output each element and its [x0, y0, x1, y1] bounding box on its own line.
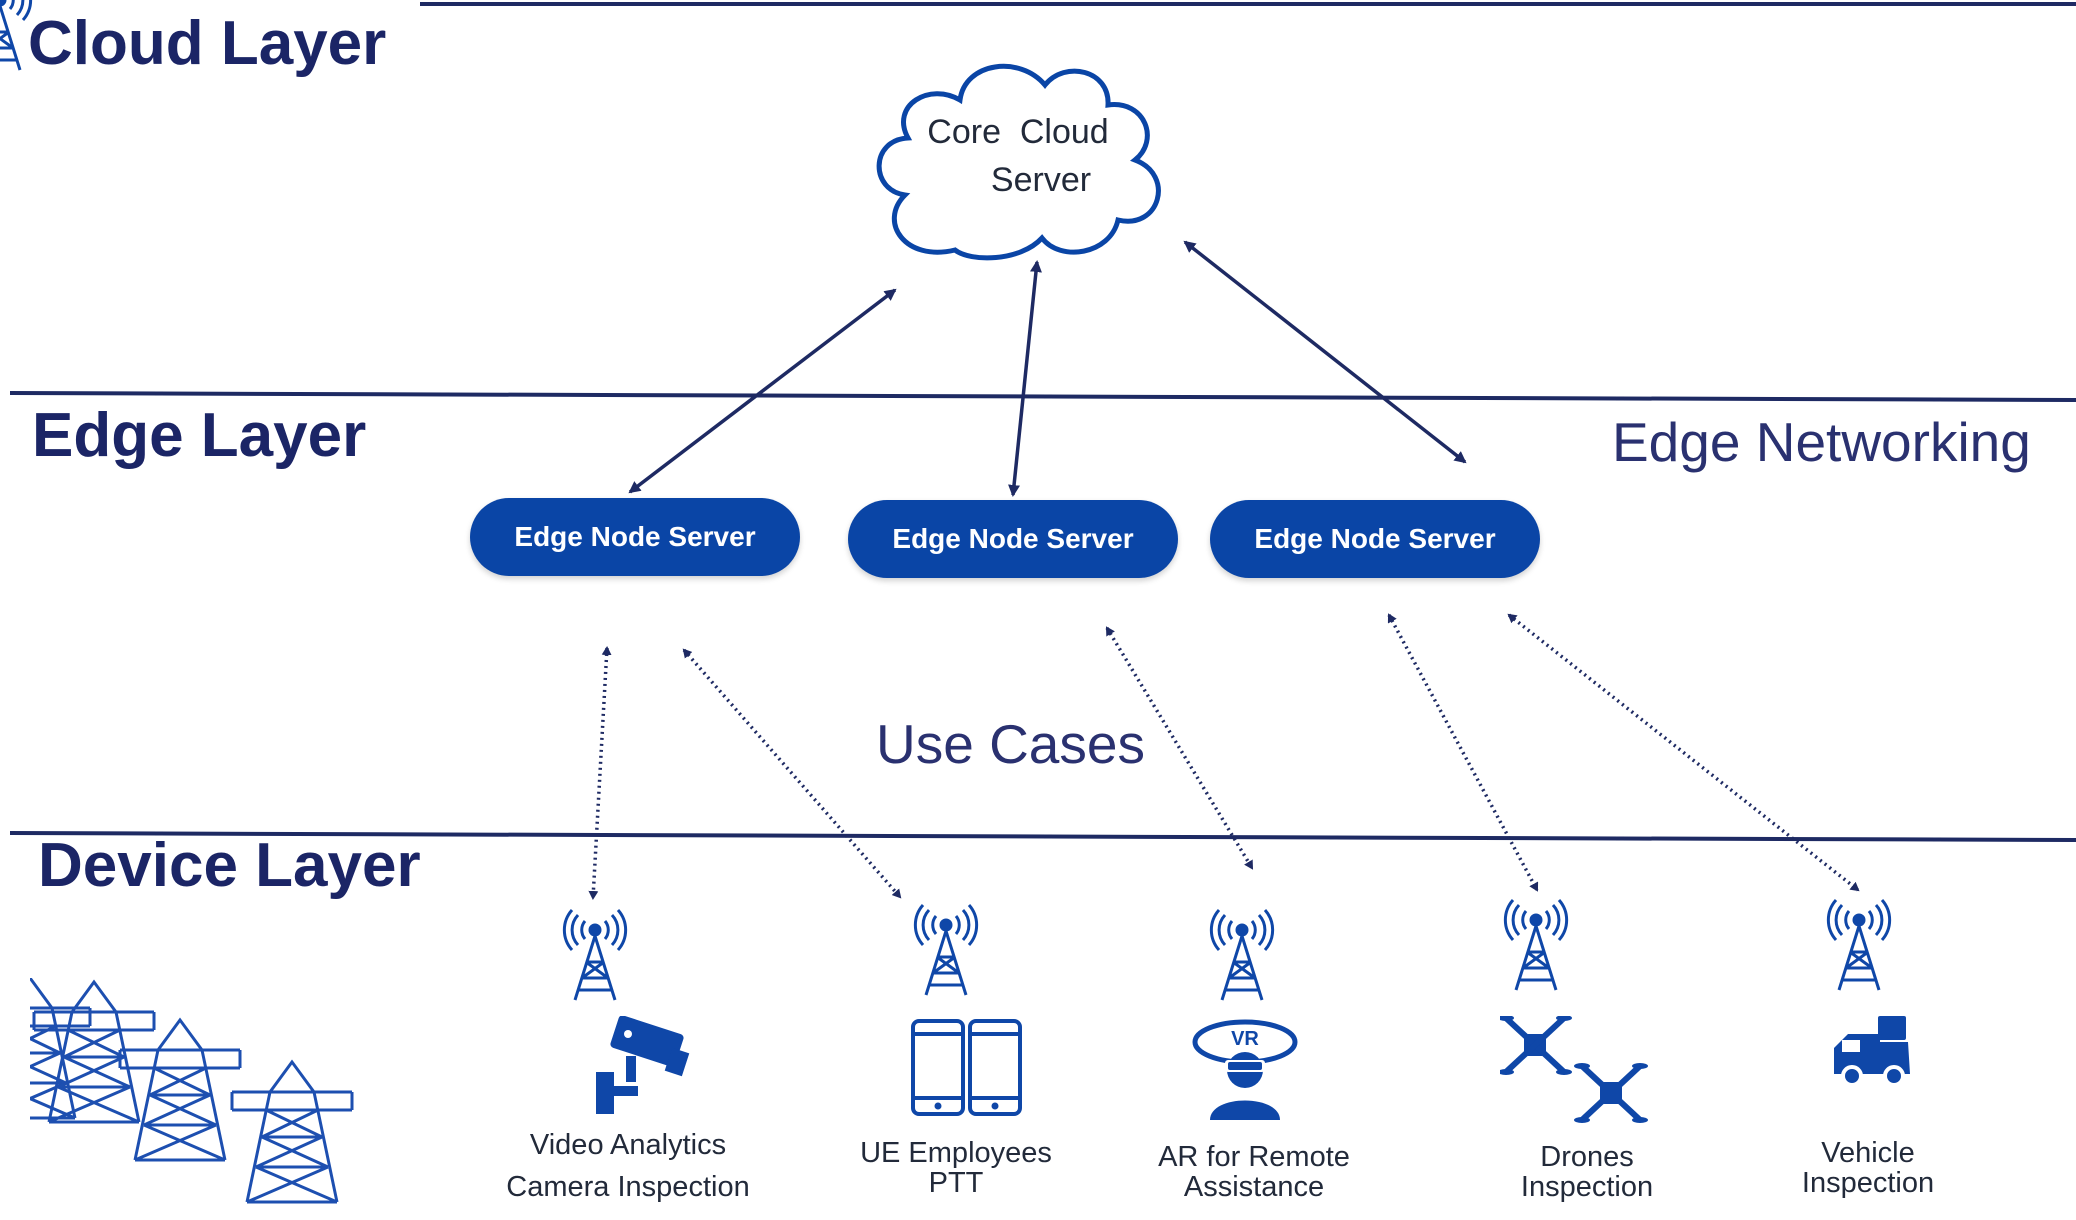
- device-label-line2: Inspection: [1520, 1171, 1654, 1203]
- antenna-icon-5: [1826, 898, 1892, 992]
- edge-node-server-1[interactable]: Edge Node Server: [470, 498, 800, 576]
- edge-layer-title: Edge Layer: [32, 401, 367, 470]
- svg-text:VR: VR: [1231, 1028, 1259, 1050]
- arrow-cloud-edge-3: [1183, 240, 1467, 464]
- edge-node-server-2[interactable]: Edge Node Server: [848, 500, 1178, 578]
- drone-icon: [1500, 1016, 1648, 1123]
- device-label-video-analytics: Video Analytics Camera Inspection: [468, 1124, 788, 1208]
- device-label-line1: Drones: [1540, 1141, 1634, 1173]
- dotted-arrow-device-2: [682, 648, 902, 899]
- device-label-line1: Vehicle: [1821, 1137, 1915, 1169]
- device-label-line2: PTT: [928, 1167, 984, 1199]
- device-label-ue-employees: UE Employees PTT: [796, 1138, 1116, 1198]
- arrow-cloud-edge-2: [1008, 260, 1042, 497]
- power-transmission-towers-icon: [30, 978, 354, 1204]
- antenna-icon-1: [562, 908, 628, 1002]
- cloud-label-line1: Core Cloud: [927, 113, 1109, 151]
- use-cases-label: Use Cases: [876, 713, 1145, 775]
- cloud-label-line2: Server: [990, 161, 1092, 199]
- cloud-edge-divider: [9, 391, 2076, 402]
- antenna-icon-3: [1209, 908, 1275, 1002]
- arrow-cloud-edge-1: [628, 288, 897, 494]
- delivery-truck-icon: [1834, 1016, 1910, 1087]
- cloud-layer-title: Cloud Layer: [28, 9, 387, 78]
- antenna-icon-4: [1503, 898, 1569, 992]
- vr-headset-icon: VR: [1192, 1019, 1298, 1120]
- cloud-shape: [876, 63, 1161, 261]
- edge-node-server-3[interactable]: Edge Node Server: [1210, 500, 1540, 578]
- device-label-line2: Inspection: [1801, 1167, 1935, 1199]
- security-camera-icon: [596, 1016, 690, 1114]
- device-label-drones: Drones Inspection: [1427, 1142, 1747, 1202]
- device-label-line2: Camera Inspection: [506, 1171, 750, 1203]
- edge-networking-label: Edge Networking: [1612, 411, 2031, 473]
- dotted-arrow-device-4: [1387, 613, 1539, 892]
- device-label-ar-remote: AR for Remote Assistance: [1094, 1142, 1414, 1202]
- smartphones-icon: [911, 1019, 1022, 1116]
- device-label-line2: Assistance: [1183, 1171, 1325, 1203]
- device-label-vehicle: Vehicle Inspection: [1708, 1138, 2028, 1198]
- device-label-line1: AR for Remote: [1158, 1141, 1350, 1173]
- device-label-line1: UE Employees: [860, 1137, 1052, 1169]
- dotted-arrow-device-5: [1507, 613, 1860, 892]
- core-cloud-server-label: Core Cloud Server: [918, 108, 1118, 204]
- antenna-icon-2: [913, 903, 979, 997]
- device-label-line1: Video Analytics: [529, 1129, 727, 1161]
- device-layer-title: Device Layer: [38, 831, 421, 900]
